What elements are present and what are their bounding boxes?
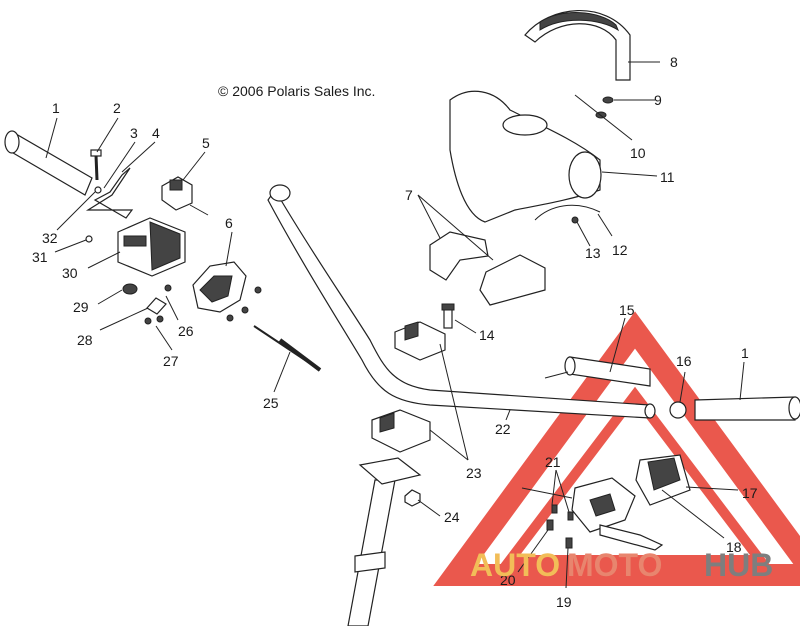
watermark-triangle [433,311,800,586]
part-washer-32 [94,186,102,194]
callout-28: 28 [77,332,93,348]
part-spacer-16 [669,401,687,419]
part-screws-27 [144,284,172,325]
callout-8: 8 [670,54,678,70]
callout-26: 26 [178,323,194,339]
callout-30: 30 [62,265,78,281]
part-throttle-housing [117,217,186,277]
callout-31: 31 [32,249,48,265]
part-visor-8 [524,10,631,81]
part-screw-31 [85,235,93,243]
callout-1-right: 1 [741,345,749,361]
part-master-cylinder-17 [635,454,691,506]
part-nut-24 [404,489,421,507]
copyright-text: © 2006 Polaris Sales Inc. [218,83,375,99]
callout-4: 4 [152,125,160,141]
part-housing-6 [192,261,262,322]
callout-29: 29 [73,299,89,315]
watermark-auto: AUTO [470,547,560,583]
callout-17: 17 [742,485,758,501]
part-covers-7 [429,231,546,306]
callout-5: 5 [202,135,210,151]
callout-21: 21 [545,454,561,470]
callout-16: 16 [676,353,692,369]
callout-2: 2 [113,100,121,116]
part-grommet-9 [602,96,614,104]
callout-23: 23 [466,465,482,481]
part-pod-11 [449,90,602,223]
callout-11: 11 [660,169,675,185]
callout-20: 20 [500,572,516,588]
callout-9: 9 [654,92,662,108]
part-left-grip [4,130,93,196]
callout-15: 15 [619,302,635,318]
callout-7: 7 [405,187,413,203]
part-right-grip [694,396,800,421]
part-cover-28 [146,297,167,315]
part-handlebar [267,184,656,419]
callout-14: 14 [479,327,495,343]
part-throttle-lever [85,167,134,219]
part-brake-lever-18 [521,477,664,551]
callout-6: 6 [225,215,233,231]
part-steering-post [347,457,422,626]
callout-25: 25 [263,395,279,411]
callout-24: 24 [444,509,460,525]
part-nut-29 [122,283,138,295]
part-switch-5 [161,176,209,216]
callout-22: 22 [495,421,511,437]
part-cable-25 [253,325,322,372]
watermark-hub: HUB [704,547,773,583]
part-screws-19-21 [546,504,574,549]
callout-19: 19 [556,594,572,610]
callout-10: 10 [630,145,646,161]
part-screw-2 [90,149,102,181]
callout-3: 3 [130,125,138,141]
watermark-moto: MOTO [567,547,662,583]
callout-13: 13 [585,245,601,261]
watermark-logo: AUTO MOTO HUB [470,547,773,583]
callout-32: 32 [42,230,58,246]
callout-12: 12 [612,242,628,258]
leader-lines [45,61,745,589]
callout-18: 18 [726,539,742,555]
callout-1-left: 1 [52,100,60,116]
part-bolt-14 [441,303,455,329]
callout-27: 27 [163,353,179,369]
part-wire-12 [534,204,601,224]
callout-labels: 1 2 3 4 5 6 7 8 9 10 11 12 13 14 15 16 1… [32,54,758,610]
part-clamps-23 [371,321,446,453]
